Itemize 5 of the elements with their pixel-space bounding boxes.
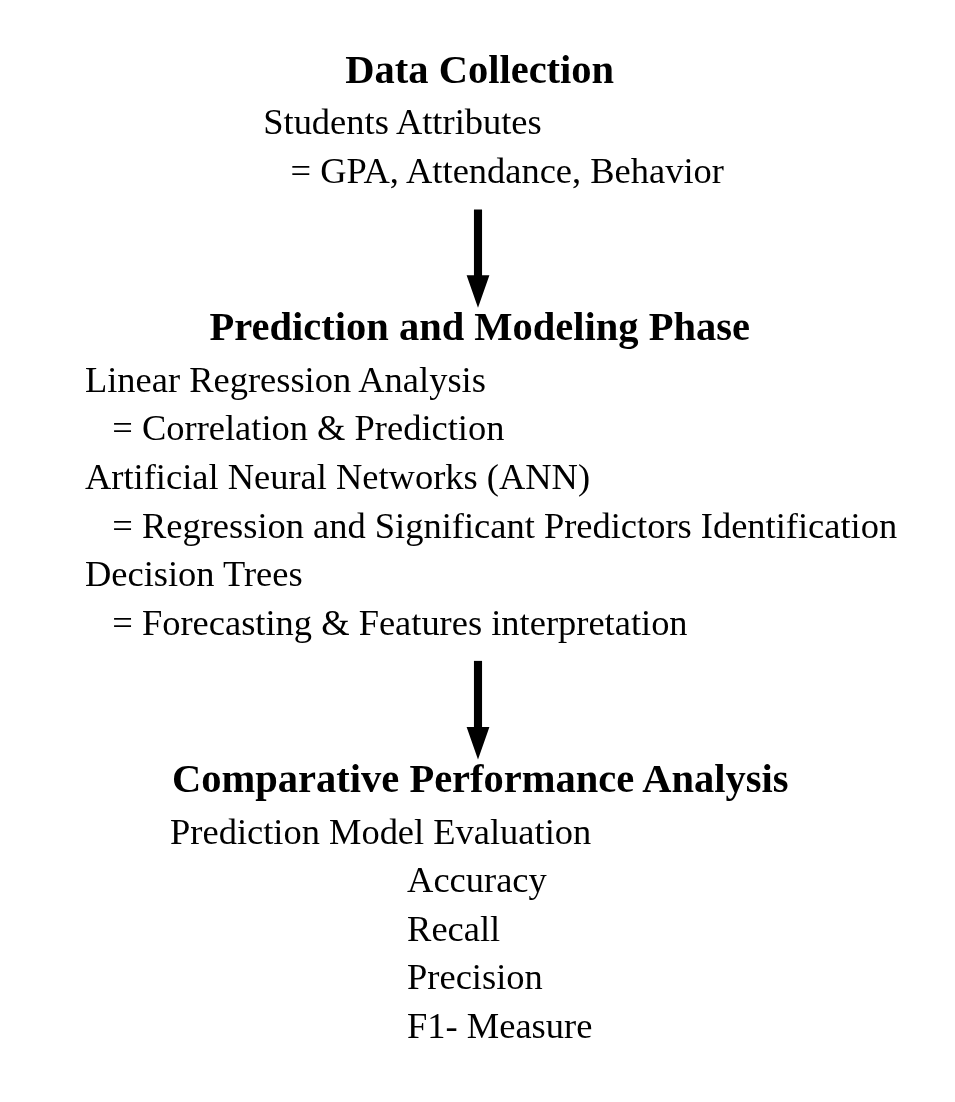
arrow <box>466 660 489 760</box>
node-text: Prediction and Modeling Phase Linear Regression Analysis = Correlation & Prediction Artificial Neural Networks (ANN) = Regression and Significant Predictors Identification Decision Trees = Forecasting & Features interpretation <box>84 304 897 643</box>
arrow <box>466 209 489 308</box>
node-text: Data Collection Students Attributes = GPA, Attendance, Behavior <box>262 47 724 192</box>
node-text: Comparative Performance Analysis Prediction Model Evaluation Accuracy Recall Precision F1- Measure <box>169 756 788 1047</box>
